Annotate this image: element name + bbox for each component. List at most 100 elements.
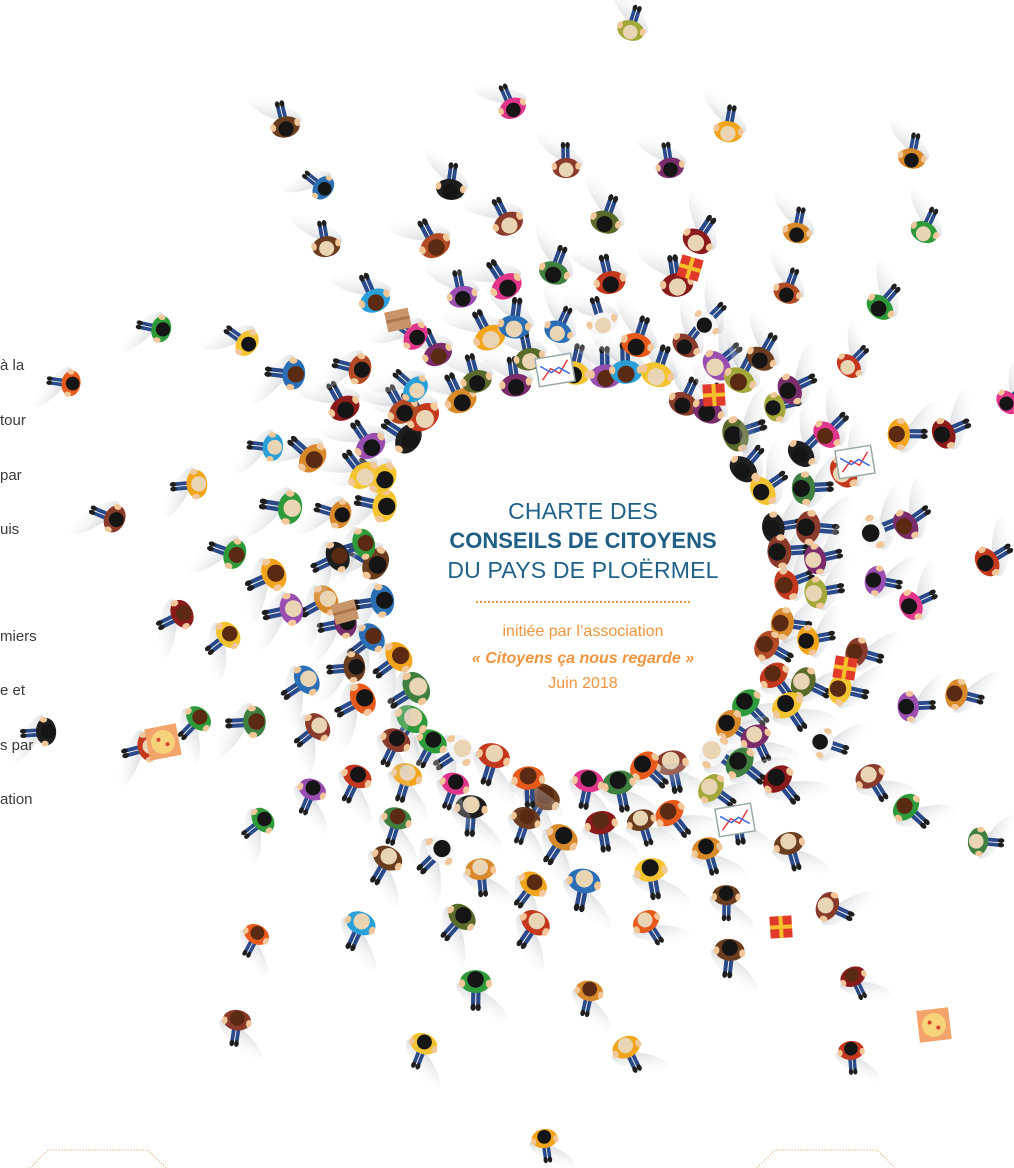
person-figure	[897, 674, 945, 725]
fragment-3: par	[0, 467, 22, 484]
gift-prop	[769, 915, 793, 939]
person-figure	[257, 591, 304, 650]
gift-prop	[702, 383, 726, 407]
person-figure	[280, 665, 320, 729]
person-figure	[436, 772, 472, 829]
person-figure	[337, 485, 397, 532]
person-figure	[536, 133, 583, 179]
fragment-1: à la	[0, 357, 25, 374]
person-figure	[313, 449, 379, 489]
person-figure	[709, 885, 755, 931]
person-figure	[541, 824, 578, 890]
person-figure	[239, 923, 269, 976]
person-figure	[887, 402, 939, 453]
person-figure	[931, 390, 972, 450]
person-figure	[750, 442, 789, 506]
person-figure	[155, 599, 194, 658]
person-figure	[442, 309, 507, 351]
person-figure	[889, 119, 930, 169]
person-figure	[243, 487, 303, 537]
person-figure	[571, 980, 612, 1031]
person-figure	[839, 966, 892, 1000]
person-figure	[762, 765, 829, 805]
person-figure	[436, 350, 494, 393]
person-figure	[372, 642, 413, 708]
corner-decoration-left	[29, 1149, 167, 1168]
person-figure	[672, 299, 705, 358]
person-figure	[177, 706, 211, 764]
person-figure	[772, 831, 830, 874]
gift-prop	[676, 254, 704, 282]
pizza-prop	[144, 723, 182, 761]
person-figure	[544, 286, 577, 343]
person-figure	[746, 311, 780, 371]
person-figure	[591, 331, 646, 384]
person-figure	[34, 366, 81, 407]
person-figure	[318, 649, 366, 702]
person-figure	[416, 835, 455, 902]
gift-prop	[832, 655, 858, 681]
person-figure	[996, 360, 1014, 415]
person-figure	[813, 386, 849, 448]
person-figure	[910, 188, 943, 244]
person-figure	[338, 764, 372, 824]
person-figure	[586, 176, 625, 234]
person-figure	[625, 809, 681, 849]
person-figure	[611, 1035, 669, 1073]
person-figure	[189, 535, 247, 573]
person-figure	[248, 97, 302, 138]
person-figure	[693, 277, 727, 337]
person-figure	[330, 272, 391, 313]
person-figure	[234, 429, 284, 473]
person-figure	[777, 344, 818, 406]
cover-title-block: CHARTE DES CONSEILS DE CITOYENS DU PAYS …	[380, 497, 786, 693]
person-figure	[804, 554, 851, 611]
person-figure	[204, 621, 241, 681]
person-figure	[244, 557, 287, 622]
person-figure	[122, 312, 172, 351]
person-figure	[321, 419, 386, 460]
person-figure	[368, 369, 428, 403]
fragment-5: miers	[0, 628, 37, 645]
person-figure	[582, 811, 641, 859]
person-figure	[836, 321, 870, 378]
person-figure	[294, 778, 328, 834]
person-figure	[291, 215, 343, 258]
association-name: « Citoyens ça nous regarde »	[471, 650, 695, 667]
chart-prop	[834, 444, 876, 480]
person-figure	[739, 724, 800, 764]
person-figure	[655, 799, 719, 838]
person-figure	[899, 561, 938, 621]
dotted-divider	[476, 601, 690, 603]
date-text: Juin 2018	[548, 675, 618, 692]
person-figure	[804, 521, 847, 577]
left-text-fragments: à la tour par uis miers e et s par ation	[0, 357, 40, 817]
person-figure	[463, 196, 524, 236]
person-figure	[472, 743, 516, 805]
person-figure	[945, 671, 1001, 713]
person-figure	[281, 170, 335, 200]
person-figure	[219, 1009, 262, 1060]
person-figure	[507, 807, 545, 863]
person-figure	[368, 845, 403, 908]
person-figure	[535, 226, 574, 285]
person-figure	[356, 384, 419, 424]
person-figure	[864, 556, 917, 599]
person-figure	[704, 90, 747, 143]
title-line-1: CHARTE DES	[508, 498, 658, 524]
person-figure	[690, 837, 747, 878]
person-figure	[682, 191, 717, 255]
person-figure	[630, 751, 696, 789]
pizza-prop	[916, 1007, 952, 1043]
fragment-2: tour	[0, 412, 26, 429]
person-figure	[456, 259, 522, 300]
person-figure	[729, 419, 765, 483]
person-figure	[892, 793, 955, 829]
person-figure	[568, 769, 613, 825]
person-figure	[967, 814, 1014, 859]
chart-prop	[534, 352, 576, 388]
person-figure	[425, 265, 480, 308]
person-figure	[12, 714, 57, 763]
title-line-2: CONSEILS DE CITOYENS	[449, 528, 717, 553]
